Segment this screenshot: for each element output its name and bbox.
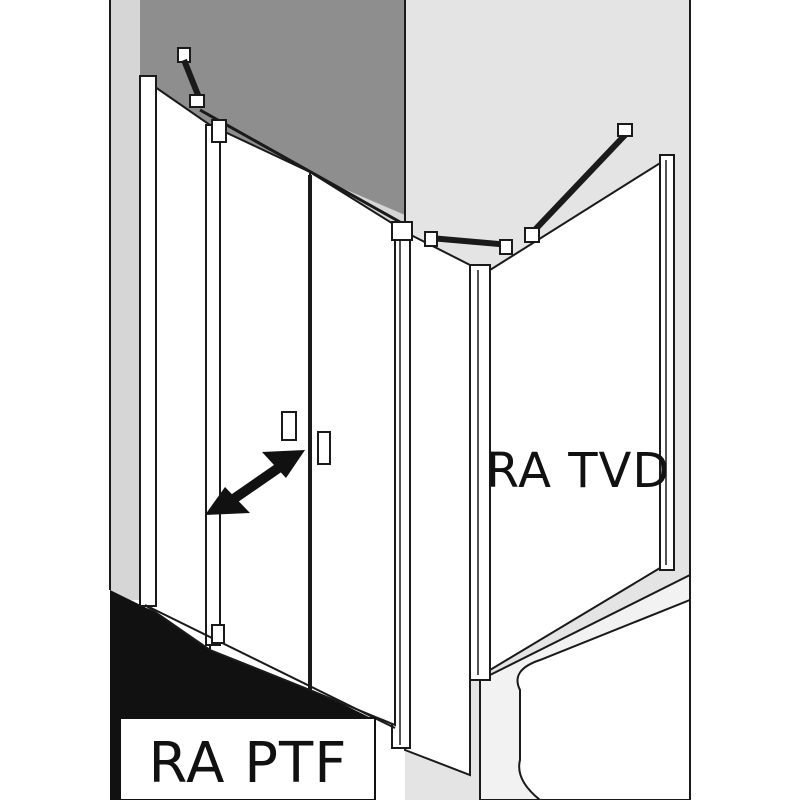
stab-clamp-2 xyxy=(499,239,513,255)
corner-connector xyxy=(391,221,413,241)
arrow-head-right xyxy=(262,450,305,478)
stab-clamp-1 xyxy=(424,231,438,247)
bottom-hinge xyxy=(211,624,225,644)
door-top-rail xyxy=(199,108,401,224)
fixed-panel xyxy=(391,227,471,777)
handle-left xyxy=(281,411,297,441)
door-ptf xyxy=(139,75,413,729)
wall-profile-left xyxy=(139,75,157,607)
wall-mount-right xyxy=(617,123,633,137)
shower-tray xyxy=(479,573,691,800)
tray-inner xyxy=(516,598,691,800)
stab-clamp-left xyxy=(189,94,205,108)
side-panel-tvd xyxy=(469,154,675,681)
handle-right xyxy=(317,431,331,465)
stabilizer-left xyxy=(181,58,203,102)
side-profile-right xyxy=(659,154,675,571)
top-hinge xyxy=(211,119,227,143)
door-handle-icon xyxy=(281,411,331,465)
stabilizer-corner xyxy=(429,235,511,248)
stab-clamp-3 xyxy=(524,227,540,243)
wall-shadow xyxy=(140,0,405,215)
stabilizer-bar-icon xyxy=(177,47,633,255)
arrow-head-left xyxy=(205,487,250,515)
fixed-panel-glass xyxy=(404,230,471,777)
door-model-label: RA PTF xyxy=(149,731,348,796)
wall-mount-left xyxy=(177,47,191,63)
door-leaf-left xyxy=(209,123,311,692)
double-arrow-icon xyxy=(205,450,305,515)
side-panel-model-label: RA TVD xyxy=(486,443,671,499)
door-hinge-profile xyxy=(205,124,221,646)
door-bottom-rail xyxy=(144,604,396,729)
stabilizer-right xyxy=(527,132,628,238)
door-label-box xyxy=(119,717,376,800)
